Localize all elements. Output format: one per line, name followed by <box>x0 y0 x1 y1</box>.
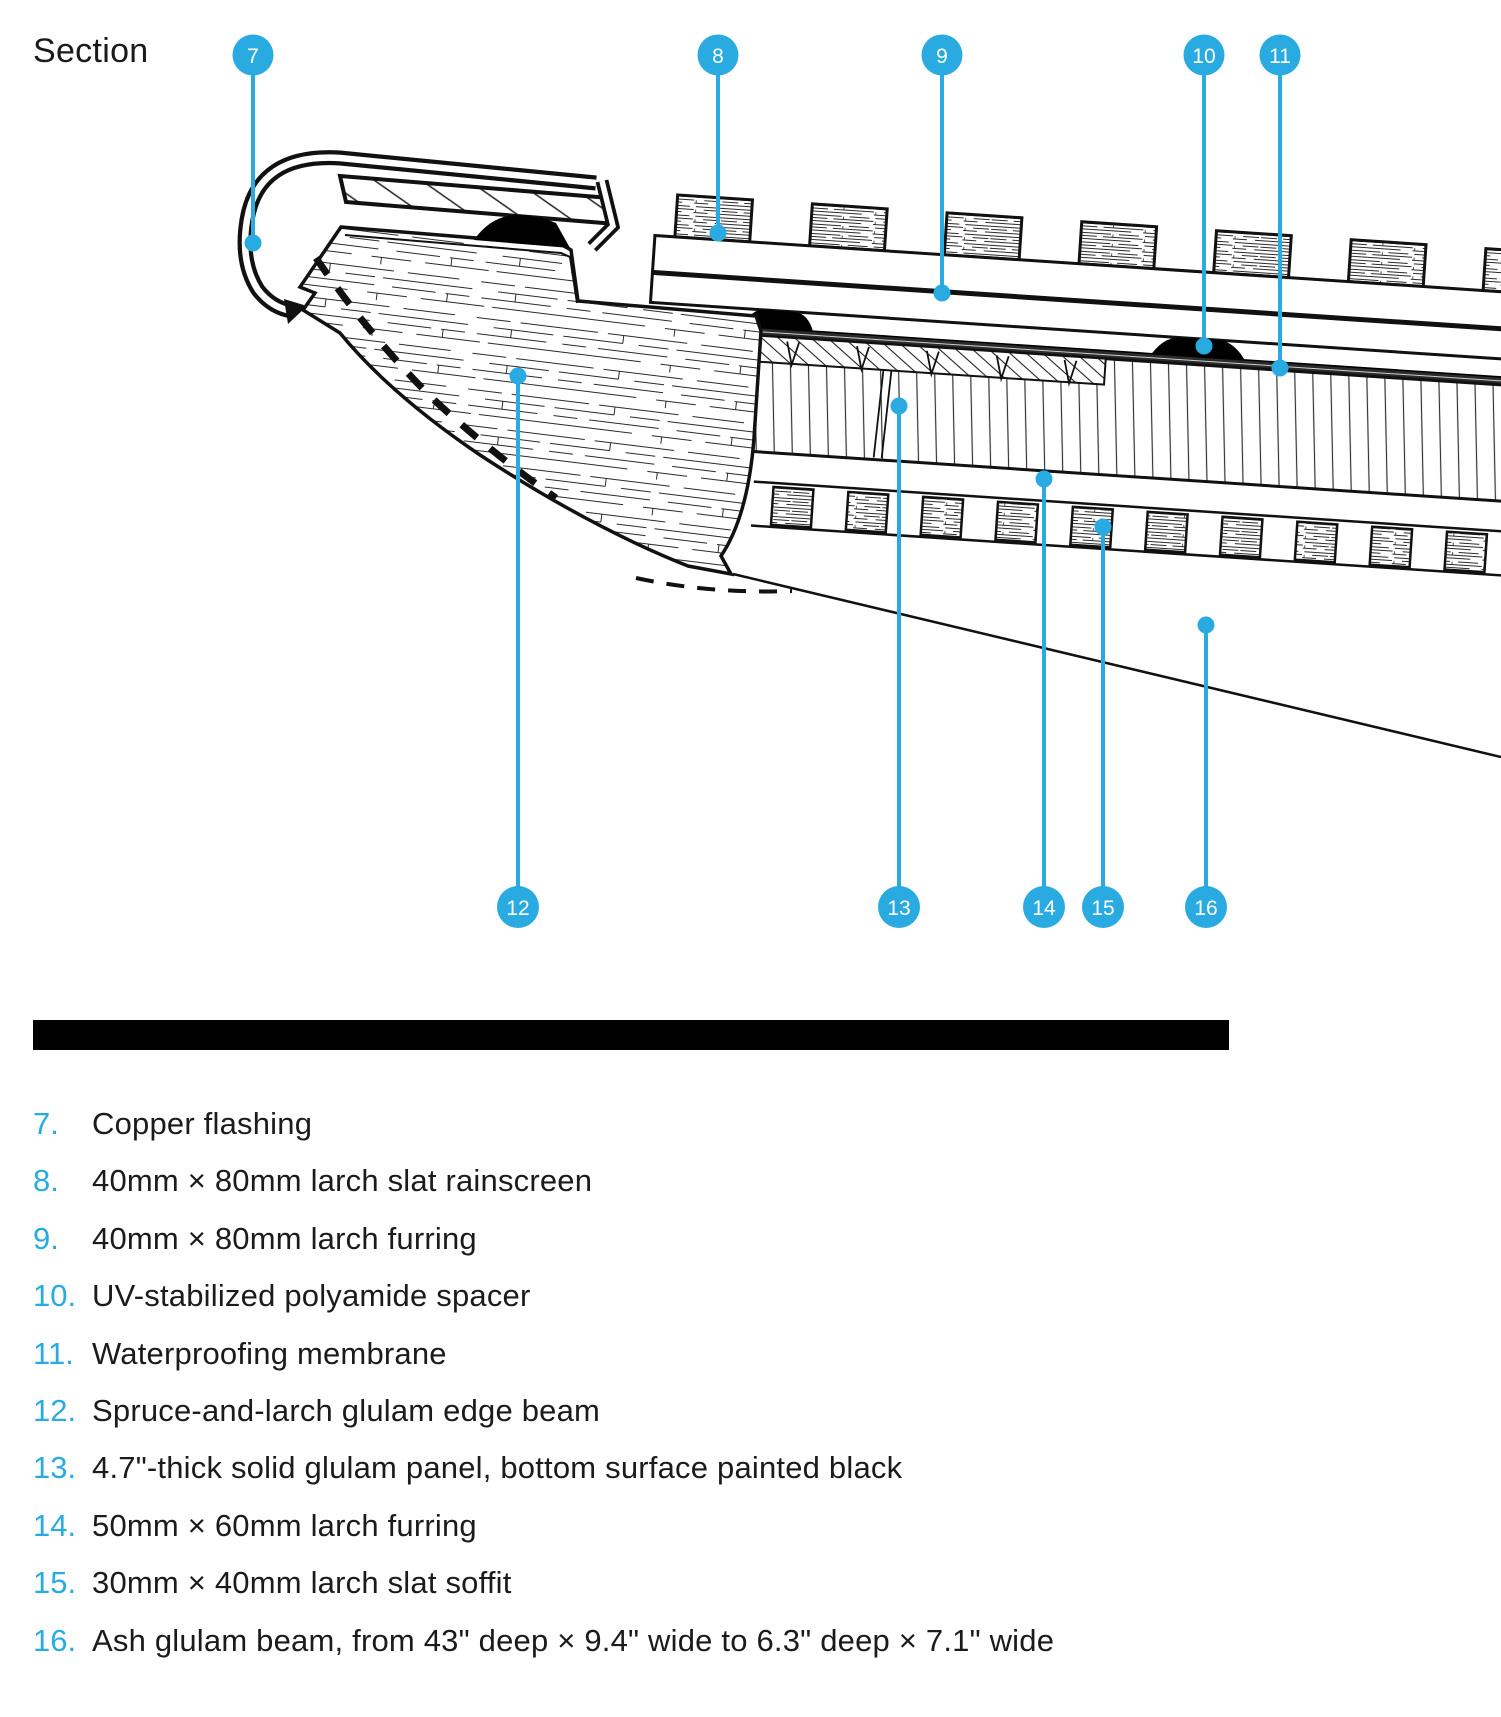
legend-item-12: 12. Spruce-and-larch glulam edge beam <box>33 1393 1433 1450</box>
callout-number: 9 <box>936 45 948 68</box>
callout-number: 15 <box>1091 897 1114 920</box>
beam-break-dashes <box>313 256 559 501</box>
edge-beam <box>297 225 763 577</box>
callout-badge-8: 8 <box>697 34 739 76</box>
beam-bottom-dashes <box>635 576 793 594</box>
callout-badge-16: 16 <box>1185 886 1227 928</box>
beam-top-membrane-line <box>344 234 578 304</box>
furring-board-upper <box>650 233 1501 343</box>
callout-number: 8 <box>712 45 724 68</box>
legend-label: Spruce-and-larch glulam edge beam <box>92 1392 601 1428</box>
legend-number: 9. <box>33 1220 59 1256</box>
legend-number: 12. <box>33 1392 77 1428</box>
legend-item-13: 13. 4.7"-thick solid glulam panel, botto… <box>33 1450 1433 1507</box>
callout-number: 14 <box>1032 897 1056 920</box>
legend-item-9: 9. 40mm × 80mm larch furring <box>33 1221 1433 1278</box>
legend-item-15: 15. 30mm × 40mm larch slat soffit <box>33 1565 1433 1622</box>
callout-badge-11: 11 <box>1259 34 1301 76</box>
legend-item-8: 8. 40mm × 80mm larch slat rainscreen <box>33 1163 1433 1220</box>
copper-flashing <box>237 150 621 324</box>
legend-item-16: 16. Ash glulam beam, from 43" deep × 9.4… <box>33 1623 1433 1680</box>
legend-number: 8. <box>33 1163 59 1199</box>
callout-badge-12: 12 <box>497 886 539 928</box>
callout-badge-10: 10 <box>1183 34 1225 76</box>
legend-label: 4.7"-thick solid glulam panel, bottom su… <box>92 1450 903 1486</box>
legend-item-7: 7. Copper flashing <box>33 1106 1433 1163</box>
legend-label: 40mm × 80mm larch slat rainscreen <box>92 1163 593 1199</box>
legend: 7. Copper flashing 8. 40mm × 80mm larch … <box>33 1106 1433 1680</box>
callout-number: 11 <box>1269 45 1291 68</box>
soffit-furring-line <box>753 480 1501 546</box>
rainscreen-slats <box>673 193 1501 298</box>
page-title: Section <box>33 32 149 70</box>
legend-number: 10. <box>33 1278 77 1314</box>
legend-label: 50mm × 60mm larch furring <box>92 1507 477 1543</box>
legend-label: Copper flashing <box>92 1106 313 1141</box>
section-drawing: Section <box>33 32 1501 928</box>
legend-label: 40mm × 80mm larch furring <box>92 1220 477 1256</box>
flashing-tip <box>284 299 307 324</box>
callout-badge-9: 9 <box>921 34 963 76</box>
legend-item-11: 11. Waterproofing membrane <box>33 1336 1433 1393</box>
legend-label: Waterproofing membrane <box>92 1335 447 1371</box>
callout-badge-13: 13 <box>878 886 920 928</box>
legend-number: 11. <box>33 1335 74 1371</box>
callout-badge-14: 14 <box>1023 886 1065 928</box>
callout-number: 12 <box>506 897 529 920</box>
legend-label: UV-stabilized polyamide spacer <box>92 1278 531 1314</box>
legend-number: 13. <box>33 1450 77 1486</box>
legend-item-14: 14. 50mm × 60mm larch furring <box>33 1508 1433 1565</box>
ash-beam-line <box>732 572 1501 759</box>
legend-number: 16. <box>33 1622 77 1658</box>
scale-bar <box>33 1020 1229 1050</box>
roof-assembly <box>573 193 1501 590</box>
furring-board-lower <box>648 271 1501 374</box>
soffit-slats <box>769 485 1489 574</box>
legend-number: 7. <box>33 1106 59 1141</box>
callout-number: 7 <box>247 45 259 68</box>
soffit-bottom-line <box>750 524 1501 590</box>
legend-label: 30mm × 40mm larch slat soffit <box>92 1565 512 1601</box>
callout-leaders <box>251 74 1282 887</box>
legend-number: 15. <box>33 1565 77 1601</box>
legend-item-10: 10. UV-stabilized polyamide spacer <box>33 1278 1433 1335</box>
legend-label: Ash glulam beam, from 43" deep × 9.4" wi… <box>92 1622 1055 1658</box>
cap-spacer <box>474 214 570 248</box>
callout-number: 16 <box>1194 897 1217 920</box>
callout-number: 10 <box>1192 45 1215 68</box>
callout-badge-15: 15 <box>1082 886 1124 928</box>
legend-number: 14. <box>33 1507 77 1543</box>
callout-dots <box>244 224 1289 634</box>
callout-number: 13 <box>887 897 910 920</box>
callout-badge-7: 7 <box>232 34 274 76</box>
